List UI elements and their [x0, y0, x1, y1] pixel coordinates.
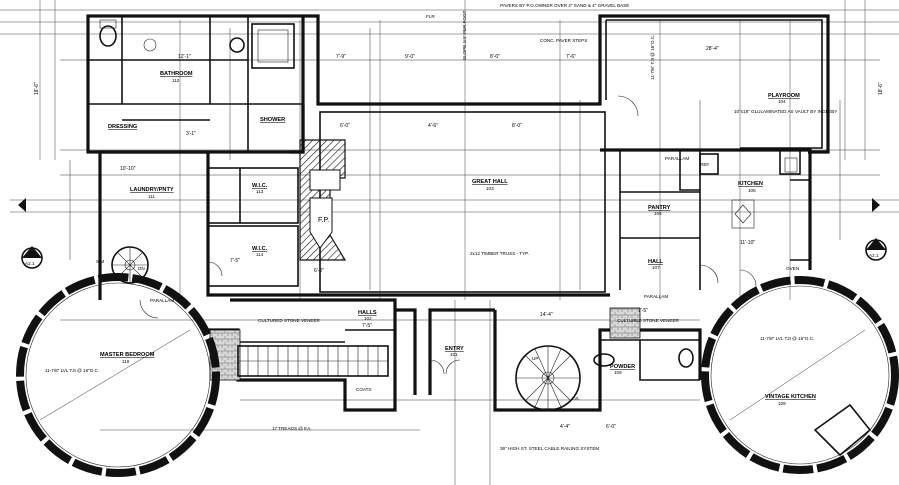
room-laundry-name: LAUNDRY/PNTY	[130, 187, 174, 193]
dim-mid-4: 10'-10"	[120, 166, 136, 172]
room-laundry-num: 111	[148, 194, 155, 199]
note-playroom-ceiling: 11-7/8" TJI @ 16"O.C.	[650, 35, 655, 80]
room-pantry-num: 106	[654, 211, 662, 216]
dim-top-5: 7'-6"	[566, 54, 576, 60]
dim-side-right: 18'-6"	[878, 82, 884, 95]
dimension-labels: 12'-1" 7'-9" 9'-0" 8'-0" 7'-6" 28'-4" 18…	[34, 46, 884, 430]
note-lvl: LVL	[572, 396, 580, 401]
dim-mid-2: 4'-6"	[428, 123, 438, 129]
note-parallam-2: PARALLAM	[644, 294, 668, 299]
room-bathroom-num: 112	[172, 78, 180, 83]
room-halls-num: 102	[364, 316, 372, 321]
dim-bot-3: 4'-4"	[560, 424, 570, 430]
dim-top-3: 9'-0"	[405, 54, 415, 60]
note-up: UP	[532, 356, 538, 361]
room-pantry-name: PANTRY	[648, 205, 671, 211]
dim-bot-1: 14'-4"	[540, 312, 553, 318]
note-pavers: PAVERS BY P.O.OWNER OVER 2" SAND & 4" GR…	[500, 3, 629, 8]
note-vintage-ceiling: 11-7/8" LVL TJI @ 16"O.C.	[760, 336, 814, 341]
room-dressing-name: DRESSING	[108, 124, 137, 130]
note-rail: 36" HIGH ST. STEEL CABLE RAILING SYSTEM	[500, 446, 599, 451]
plan-notes: PAVERS BY P.O.OWNER OVER 2" SAND & 4" GR…	[45, 3, 837, 451]
dim-kitchen-1: 11'-10"	[740, 240, 755, 246]
room-vintage-kitchen-num: 109	[778, 401, 786, 406]
room-powder-num: 108	[614, 370, 622, 375]
room-great-hall-num: 103	[486, 186, 494, 191]
note-master-ceiling: 11-7/8" LVL TJI @ 16"O.C.	[45, 368, 99, 373]
room-master-bedroom-num: 110	[122, 359, 130, 364]
room-powder-name: POWDER	[610, 364, 635, 370]
room-hall107-num: 107	[652, 265, 660, 270]
note-sim: SIM	[96, 259, 104, 264]
fireplace	[299, 139, 347, 261]
note-slope: SLOPE 1/4" PER FOOT	[462, 10, 467, 60]
fixtures	[99, 19, 798, 375]
room-wic2-name: W.I.C.	[252, 246, 268, 252]
note-fp: F.P.	[318, 217, 329, 224]
note-coats: COATS	[356, 387, 371, 392]
room-kitchen-name: KITCHEN	[738, 181, 763, 187]
dim-top-2: 7'-9"	[336, 54, 346, 60]
section-tag-icon	[21, 238, 887, 269]
note-truss: 2x12 TIMBER TRUSS - TYP.	[470, 251, 529, 256]
room-wic1-num: 113	[256, 189, 264, 194]
north-arrow-icon	[18, 198, 880, 212]
dim-top-4: 8'-0"	[490, 54, 500, 60]
note-flr: FLR	[426, 14, 435, 19]
round-rooms	[16, 246, 899, 477]
note-glulam: 10"x18" GLULAMINATED AS VAULT BY INGLEBY	[734, 109, 837, 114]
note-conc-paver-steps: CONC. PAVER STEPS	[540, 38, 587, 43]
dim-hall-1: 7'-5"	[638, 308, 648, 314]
dim-mid-3: 8'-0"	[512, 123, 522, 129]
section-tag-left-label: A2.1	[25, 261, 35, 266]
note-dn: DN	[138, 266, 145, 271]
room-bathroom-name: BATHROOM	[160, 71, 193, 77]
dim-side-left: 18'-6"	[34, 82, 40, 95]
note-parallam-1: PARALLAM	[150, 298, 174, 303]
room-entry-num: 101	[450, 352, 458, 357]
dim-mid-1: 6'-0"	[340, 123, 350, 129]
room-hall107-name: HALL	[648, 259, 663, 265]
room-entry-name: ENTRY	[445, 346, 464, 352]
dim-top-6: 28'-4"	[706, 46, 719, 52]
stair-run	[237, 345, 389, 377]
room-wic1-name: W.I.C.	[252, 183, 268, 189]
room-playroom-num: 104	[778, 99, 786, 104]
dim-top-1: 12'-1"	[178, 54, 191, 60]
note-ref: REF.	[700, 162, 710, 167]
room-halls-name: HALLS	[358, 310, 377, 316]
room-master-bedroom-name: MASTER BEDROOM	[100, 352, 155, 358]
room-vintage-kitchen-name: VINTAGE KITCHEN	[765, 394, 816, 400]
note-treads: 17 TREADS @ EA.	[272, 426, 312, 431]
room-shower-name: SHOWER	[260, 117, 285, 123]
section-tag-right-label: A2.1	[869, 253, 879, 258]
dim-bot-4: 6'-0"	[606, 424, 616, 430]
room-wic2-num: 114	[256, 252, 264, 257]
note-cultured-stone-1: CULTURED STONE VENEER	[258, 318, 321, 323]
note-oven: OVEN	[786, 266, 799, 271]
room-great-hall-name: GREAT HALL	[472, 179, 508, 185]
dim-wic-1: 7'-5"	[230, 258, 240, 264]
room-kitchen-num: 105	[748, 188, 756, 193]
walls	[86, 14, 830, 412]
room-playroom-name: PLAYROOM	[768, 93, 800, 99]
note-cultured-stone-2: CULTURED STONE VENEER	[617, 318, 680, 323]
dim-bot-2: 7'-5"	[362, 323, 372, 329]
note-parallam-3: PARALLAM	[665, 156, 689, 161]
room-labels: BATHROOM 112 DRESSING SHOWER LAUNDRY/PNT…	[100, 71, 816, 406]
dim-wic-2: 6'-0"	[314, 268, 324, 274]
dim-stair: 3'-1"	[186, 131, 196, 137]
